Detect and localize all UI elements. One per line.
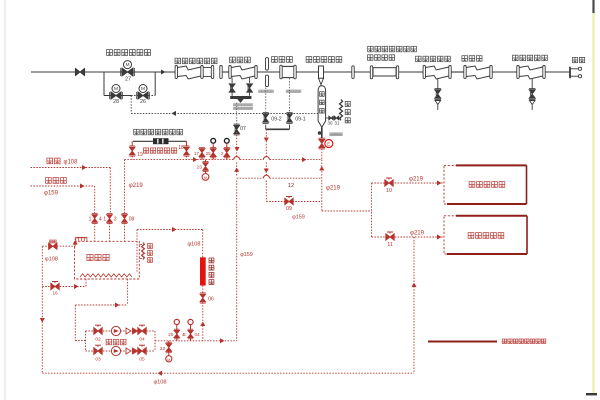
svg-text:31: 31 [335,121,340,126]
svg-text:φ219: φ219 [326,186,341,192]
svg-text:φ159: φ159 [240,252,253,258]
svg-text:04: 04 [139,337,145,343]
svg-text:09-1: 09-1 [295,116,305,122]
svg-text:22: 22 [160,346,166,352]
svg-text:09: 09 [286,206,292,212]
svg-text:16: 16 [52,291,58,296]
svg-text:09-2: 09-2 [271,116,281,122]
svg-text:M: M [114,86,118,92]
svg-text:2: 2 [221,151,224,156]
svg-text:05: 05 [139,357,145,363]
svg-text:4: 4 [182,332,185,337]
svg-text:17: 17 [194,151,200,156]
svg-text:06: 06 [208,297,214,303]
svg-text:1: 1 [89,217,92,223]
svg-text:M: M [141,86,145,92]
svg-text:20: 20 [168,332,174,337]
svg-text:3: 3 [114,217,117,223]
svg-text:M: M [204,176,207,180]
svg-text:M: M [126,62,130,68]
svg-text:08: 08 [129,217,135,223]
svg-text:φ108: φ108 [154,380,167,386]
svg-text:10: 10 [386,188,392,194]
svg-text:φ159: φ159 [44,191,59,197]
svg-text:φ219: φ219 [129,183,144,189]
svg-text:2: 2 [183,332,186,337]
svg-text:26: 26 [140,99,146,105]
svg-text:02: 02 [95,337,101,343]
svg-text:φ159: φ159 [292,215,305,221]
svg-text:12: 12 [288,183,294,189]
svg-text:07: 07 [240,126,246,132]
svg-text:φ219: φ219 [409,177,424,183]
svg-text:19: 19 [137,152,143,158]
svg-text:04: 04 [194,332,200,337]
svg-text:18: 18 [178,145,184,151]
svg-text:φ108: φ108 [64,159,79,165]
svg-text:27: 27 [125,77,131,83]
svg-text:E: E [327,142,330,147]
svg-text:30: 30 [328,121,333,126]
svg-text:23: 23 [197,165,203,171]
svg-text:1: 1 [103,217,106,223]
svg-text:28: 28 [113,99,119,105]
svg-text:φ108: φ108 [188,242,201,248]
svg-text:03: 03 [95,357,101,363]
svg-text:M: M [167,358,170,362]
svg-text:11: 11 [387,242,393,248]
svg-text:25: 25 [206,151,212,156]
svg-text:φ108: φ108 [45,257,58,263]
svg-text:φ219: φ219 [410,231,425,237]
svg-text:4: 4 [99,217,102,223]
